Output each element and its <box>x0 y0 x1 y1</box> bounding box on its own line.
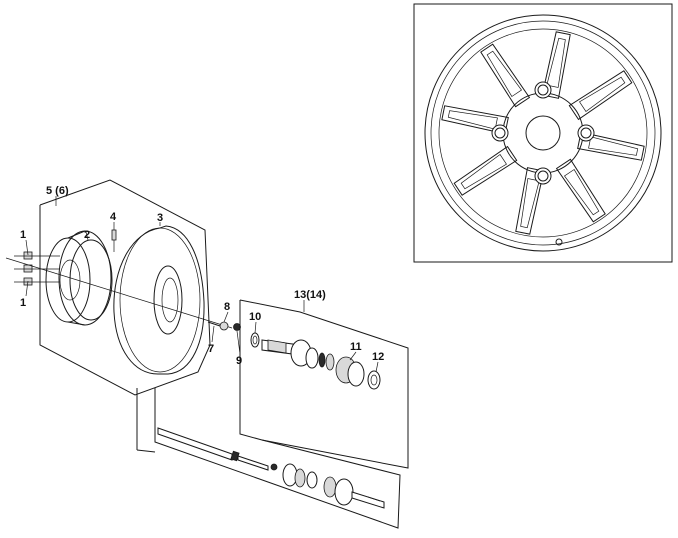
callout-2: 2 <box>84 229 90 241</box>
lug-hole <box>580 127 592 139</box>
rim-spoke <box>515 167 545 235</box>
drive-shaft-frame <box>239 299 409 469</box>
callout-1-bottom: 1 <box>20 297 26 309</box>
upper-cv-joint <box>261 339 381 390</box>
callout-12: 12 <box>372 351 384 363</box>
valve-hole <box>555 238 563 246</box>
leader-lines <box>25 222 379 373</box>
rim-spoke-groove <box>579 76 626 113</box>
rim-spoke <box>453 145 518 196</box>
rim-spoke <box>441 105 509 135</box>
rim-spoke-groove <box>520 178 540 229</box>
rim-outer-lip <box>430 20 656 246</box>
lug-hole <box>534 81 552 99</box>
axle-nut-parts <box>207 321 260 348</box>
lug-hole <box>494 127 506 139</box>
rim-spoke-groove <box>460 153 507 190</box>
rim-spoke <box>568 70 633 121</box>
callout-11: 11 <box>350 341 362 353</box>
rim-detail-view <box>413 3 673 263</box>
callout-3: 3 <box>157 212 163 224</box>
rim-spoke <box>480 43 531 108</box>
callout-1-top: 1 <box>20 229 26 241</box>
tire-part <box>113 225 205 375</box>
lug-hole <box>577 124 595 142</box>
rim-spoke-groove <box>546 37 566 88</box>
callout-10: 10 <box>249 311 261 323</box>
valve-stem <box>111 229 117 252</box>
callout-labels: 5 (6) 1 1 2 4 3 7 8 9 10 13(14) 11 12 <box>20 185 384 367</box>
callout-5-6: 5 (6) <box>46 185 69 197</box>
lug-hole <box>537 170 549 182</box>
rim-detail-frame <box>413 3 673 263</box>
rim-spoke-groove <box>588 136 639 156</box>
callout-13-14: 13(14) <box>294 289 326 301</box>
wheel-assembly-group <box>39 179 211 396</box>
rim-center-bore <box>525 115 561 151</box>
callout-9: 9 <box>236 355 242 367</box>
rim-spoke-groove <box>486 50 523 97</box>
drive-shaft-group <box>136 299 409 529</box>
rim-hub-ring <box>502 92 584 174</box>
lower-shaft-frame <box>154 388 401 529</box>
rim-inner-lip <box>438 28 648 238</box>
rim-spoke-groove <box>447 110 498 130</box>
rim-lug-holes <box>491 81 595 185</box>
rim-spoke <box>555 158 606 223</box>
rim-spoke <box>577 131 645 161</box>
callout-8: 8 <box>224 301 230 313</box>
rim-spoke <box>541 31 571 99</box>
rim-spokes <box>441 31 645 235</box>
callout-7: 7 <box>208 343 214 355</box>
callout-4: 4 <box>110 211 117 223</box>
lower-drive-shaft <box>157 427 385 509</box>
wheel-bolts <box>14 251 60 286</box>
rim-part <box>45 230 113 326</box>
wheel-group-frame <box>39 179 211 396</box>
lug-hole <box>537 84 549 96</box>
lug-hole <box>534 167 552 185</box>
lug-hole <box>491 124 509 142</box>
rim-outer-edge <box>424 14 662 252</box>
rim-spoke-groove <box>563 169 600 216</box>
